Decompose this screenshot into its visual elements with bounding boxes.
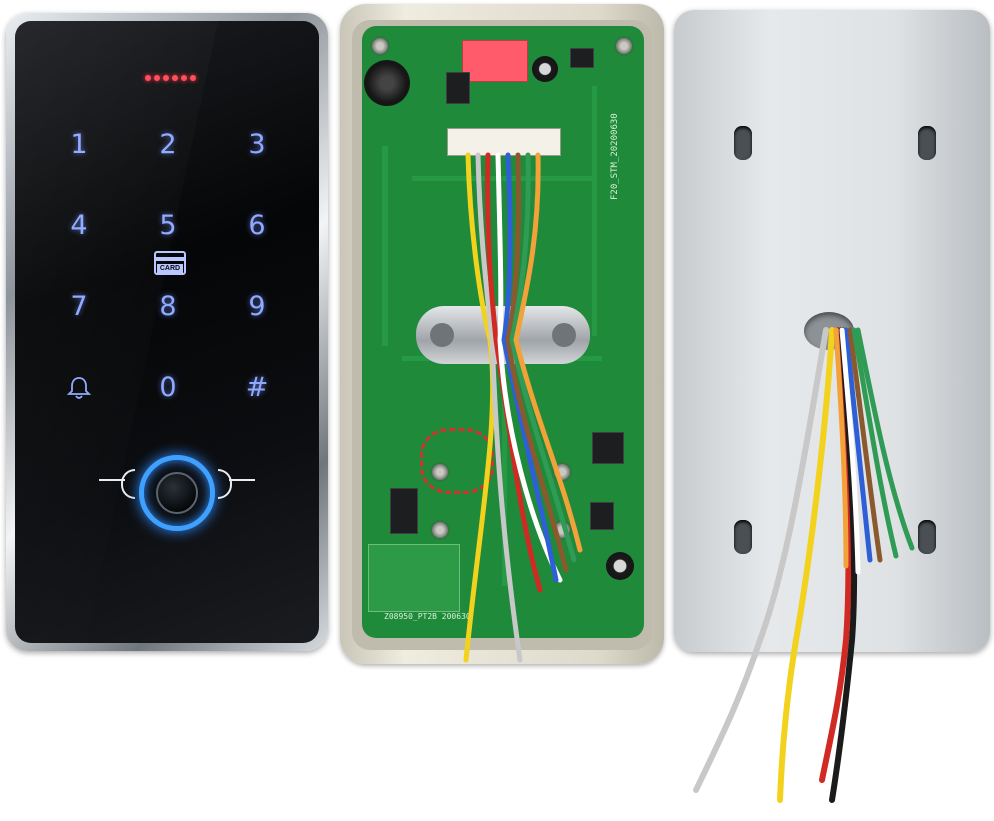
key-3[interactable]: 3 bbox=[248, 129, 266, 160]
key-8[interactable]: 8 bbox=[159, 291, 177, 322]
screw bbox=[430, 520, 450, 540]
capacitor-top bbox=[532, 56, 558, 82]
rfid-coil bbox=[420, 428, 494, 494]
key-hash[interactable]: # bbox=[245, 372, 269, 403]
keypad-glass-surface: 1 2 3 4 5 6 7 8 9 0 # CARD bbox=[15, 21, 319, 643]
wire-connector bbox=[447, 128, 561, 156]
fingerprint-guide-right bbox=[229, 479, 255, 481]
mounting-slot bbox=[918, 520, 936, 554]
microcontroller-chip bbox=[592, 432, 624, 464]
screw bbox=[370, 36, 390, 56]
fingerprint-sensor-icon[interactable] bbox=[139, 455, 215, 531]
capacitor-bottom bbox=[606, 552, 634, 580]
display-module bbox=[462, 40, 528, 82]
buzzer bbox=[364, 60, 410, 106]
driver-chip-2 bbox=[590, 502, 614, 530]
antenna-area bbox=[368, 544, 460, 612]
mounting-slot bbox=[918, 126, 936, 160]
keypad-front-panel: 1 2 3 4 5 6 7 8 9 0 # CARD bbox=[6, 13, 328, 651]
ic-chip bbox=[446, 72, 470, 104]
key-0[interactable]: 0 bbox=[159, 372, 177, 403]
driver-chip bbox=[390, 488, 418, 534]
key-6[interactable]: 6 bbox=[248, 210, 266, 241]
fingerprint-pad bbox=[156, 472, 198, 514]
screw bbox=[430, 462, 450, 482]
mounting-slot bbox=[734, 520, 752, 554]
mounting-slot bbox=[734, 126, 752, 160]
regulator-chip bbox=[570, 48, 594, 68]
screw bbox=[614, 36, 634, 56]
key-9[interactable]: 9 bbox=[248, 291, 266, 322]
card-label: CARD bbox=[157, 264, 183, 273]
pcb-bottom-label: Z08950_PT2B 200630 bbox=[384, 612, 471, 621]
